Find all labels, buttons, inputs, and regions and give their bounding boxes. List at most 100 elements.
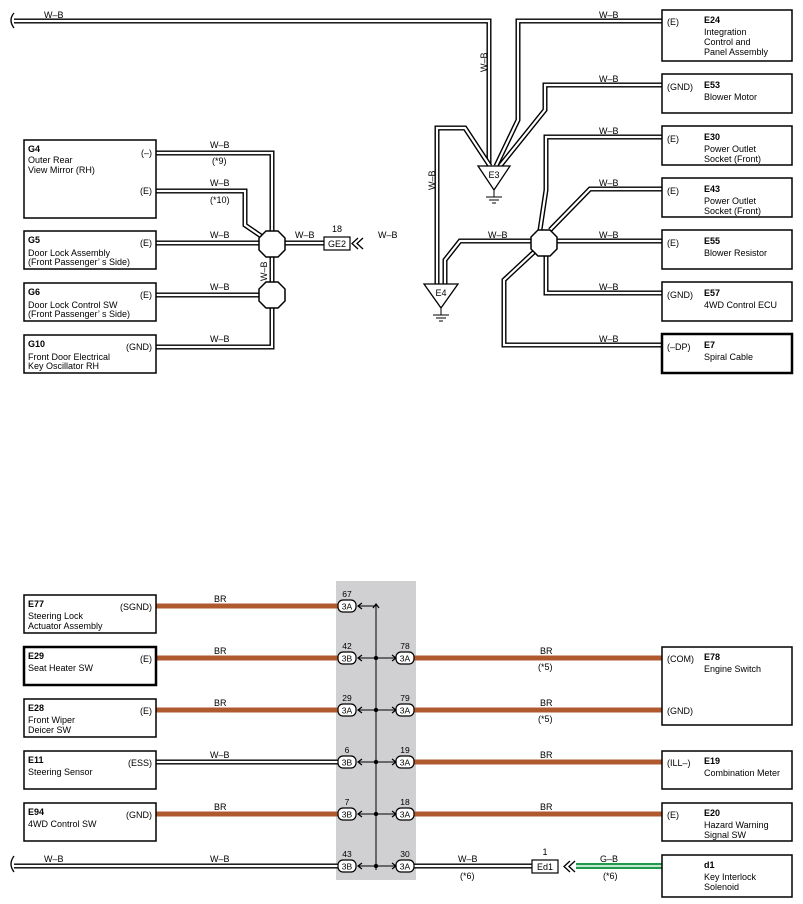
junction-right-pin-label: 3A bbox=[400, 654, 411, 664]
wb-wire-core bbox=[495, 19, 662, 167]
wire-label: W–B bbox=[210, 178, 230, 188]
component-e53: (GND) E53 Blower Motor bbox=[661, 73, 793, 114]
junction-left-pin bbox=[337, 807, 357, 821]
junction-left-pin-number: 6 bbox=[345, 745, 350, 755]
junction-arrow bbox=[357, 810, 363, 818]
splice-point-right bbox=[530, 229, 558, 257]
component-e11: E11 Steering Sensor (ESS) bbox=[23, 750, 157, 790]
wire-label: W–B bbox=[210, 334, 230, 344]
top-wires-group bbox=[14, 18, 662, 350]
component-code: G6 bbox=[28, 287, 40, 297]
junction-dot bbox=[373, 759, 379, 765]
junction-right-pin-number: 79 bbox=[400, 693, 410, 703]
wb-wire-core bbox=[14, 19, 491, 166]
junction-arrow bbox=[391, 810, 397, 818]
component-code: E19 bbox=[704, 756, 720, 766]
wire-label: W–B bbox=[599, 282, 619, 292]
junction-arrow bbox=[391, 862, 397, 870]
junction-dot bbox=[373, 863, 379, 869]
wb-wire bbox=[493, 18, 662, 168]
junction-dot bbox=[373, 707, 379, 713]
wire-label: BR bbox=[540, 698, 553, 708]
wire-label: W–B bbox=[458, 854, 478, 864]
junction-left-pin-label: 3A bbox=[342, 602, 353, 612]
wb-wire-core bbox=[538, 135, 662, 231]
connector-ge2: GE2 18 bbox=[323, 224, 364, 251]
wire-label: BR bbox=[540, 750, 553, 760]
top-wire-labels: W–B W–B W–B W–B W–B W–B W–B W–B W–B W–B … bbox=[44, 10, 619, 344]
wire-label: BR bbox=[540, 802, 553, 812]
wb-wire-core bbox=[502, 251, 662, 347]
component-name: Steering Sensor bbox=[28, 767, 93, 777]
wire-label: W–B bbox=[599, 178, 619, 188]
component-code: E77 bbox=[28, 599, 44, 609]
pin-label: (GND) bbox=[126, 342, 152, 352]
ground-e3: E3 bbox=[476, 165, 512, 204]
component-name: Signal SW bbox=[704, 830, 747, 840]
wire-label: W–B bbox=[378, 230, 398, 240]
wire-label: W–B bbox=[599, 10, 619, 20]
junction-left-pin-number: 7 bbox=[345, 797, 350, 807]
component-name: Socket (Front) bbox=[704, 154, 761, 164]
component-name: Blower Resistor bbox=[704, 248, 767, 258]
wire-label: BR bbox=[214, 594, 227, 604]
component-name: Integration bbox=[704, 27, 747, 37]
component-e28: E28 Front Wiper Deicer SW (E) bbox=[23, 698, 157, 738]
component-name: Socket (Front) bbox=[704, 206, 761, 216]
component-e94: E94 4WD Control SW (GND) bbox=[23, 802, 157, 842]
wire-label: W–B bbox=[44, 854, 64, 864]
junction-right-pin-label: 3A bbox=[400, 862, 411, 872]
component-e7: (–DP) E7 Spiral Cable bbox=[660, 332, 794, 375]
splice-point-left-lower bbox=[258, 281, 286, 309]
pin-label: (E) bbox=[667, 134, 679, 144]
component-e57: (GND) E57 4WD Control ECU bbox=[661, 281, 793, 322]
pin-label: (COM) bbox=[667, 654, 694, 664]
component-name: Combination Meter bbox=[704, 768, 780, 778]
pin-label: (–DP) bbox=[667, 342, 691, 352]
component-e19: (ILL–) E19 Combination Meter bbox=[661, 750, 793, 790]
component-e55: (E) E55 Blower Resistor bbox=[661, 229, 793, 270]
component-name: Control and bbox=[704, 37, 751, 47]
component-code: E43 bbox=[704, 184, 720, 194]
junction-left-pin-label: 3B bbox=[342, 654, 353, 664]
component-name: Power Outlet bbox=[704, 144, 757, 154]
junction-left-pin bbox=[337, 859, 357, 873]
junction-arrow bbox=[357, 862, 363, 870]
pin-label: (E) bbox=[667, 238, 679, 248]
wb-wire-core bbox=[499, 83, 662, 167]
component-d1: d1 Key Interlock Solenoid bbox=[661, 854, 793, 898]
junction-right-pin-label: 3A bbox=[400, 706, 411, 716]
junction-left-pin bbox=[337, 651, 357, 665]
junction-left-pin-number: 29 bbox=[342, 693, 352, 703]
component-code: E11 bbox=[28, 755, 44, 765]
wire-label: W–B bbox=[210, 854, 230, 864]
component-name: (Front Passenger’ s Side) bbox=[28, 309, 130, 319]
component-name: Seat Heater SW bbox=[28, 663, 94, 673]
pin-label: (GND) bbox=[126, 810, 152, 820]
component-code: E53 bbox=[704, 80, 720, 90]
component-name: Deicer SW bbox=[28, 725, 72, 735]
component-code: E57 bbox=[704, 288, 720, 298]
component-name: Hazard Warning bbox=[704, 820, 769, 830]
wb-wire-core bbox=[156, 151, 274, 231]
component-name: Door Lock Assembly bbox=[28, 248, 111, 258]
junction-left-pin-number: 43 bbox=[342, 849, 352, 859]
pin-label: (ESS) bbox=[128, 758, 152, 768]
pin-label: (E) bbox=[140, 186, 152, 196]
pin-label: (E) bbox=[667, 186, 679, 196]
wire-label: BR bbox=[214, 802, 227, 812]
junction-left-pin-number: 67 bbox=[342, 589, 352, 599]
wire-label: W–B bbox=[210, 140, 230, 150]
pin-label: (E) bbox=[667, 810, 679, 820]
component-name: 4WD Control SW bbox=[28, 819, 97, 829]
component-g6: G6 Door Lock Control SW (Front Passenger… bbox=[23, 282, 157, 322]
connector-ge2-label: GE2 bbox=[328, 239, 346, 249]
junction-arrow bbox=[357, 706, 363, 714]
component-code: G5 bbox=[28, 235, 40, 245]
note-label: (*5) bbox=[538, 714, 553, 724]
component-code: E24 bbox=[704, 15, 720, 25]
junction-left-pin-label: 3B bbox=[342, 758, 353, 768]
component-e43: (E) E43 Power Outlet Socket (Front) bbox=[661, 177, 793, 218]
wb-wire bbox=[501, 250, 662, 348]
component-code: G10 bbox=[28, 339, 45, 349]
